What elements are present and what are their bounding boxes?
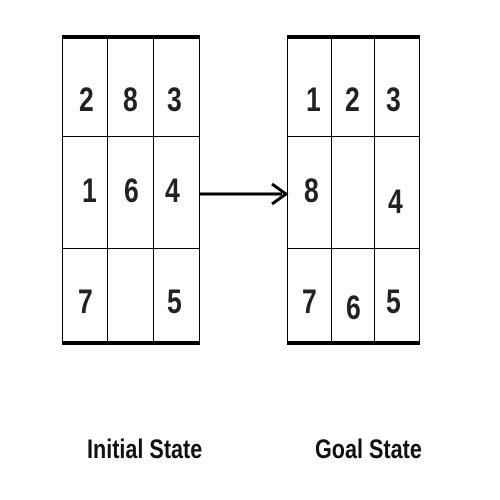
goal-cell-r2-c2: 5 — [375, 249, 419, 341]
goal-cell-r0-c0: 1 — [288, 39, 332, 137]
tile: 8 — [304, 172, 319, 210]
tile: 3 — [386, 81, 402, 119]
tile: 7 — [302, 283, 317, 321]
tile: 1 — [82, 172, 97, 210]
arrow-right-icon — [200, 182, 289, 206]
initial-state-label: Initial State — [87, 434, 203, 464]
goal-cell-r2-c1: 6 — [332, 249, 376, 341]
initial-cell-r0-c0: 2 — [63, 39, 109, 137]
initial-cell-r1-c1: 6 — [108, 137, 154, 249]
goal-state-grid: 1 2 3 8 4 7 6 5 — [287, 35, 420, 345]
tile: 6 — [345, 289, 361, 327]
initial-cell-r2-c1 — [108, 249, 154, 341]
goal-cell-r0-c1: 2 — [331, 39, 376, 137]
goal-state-label: Goal State — [315, 434, 422, 464]
tile: 3 — [166, 81, 182, 119]
tile: 7 — [78, 283, 93, 321]
initial-cell-r2-c0: 7 — [63, 249, 109, 341]
initial-cell-r2-c2: 5 — [154, 249, 199, 341]
goal-cell-r1-c2: 4 — [375, 137, 419, 249]
tile: 6 — [124, 172, 140, 210]
initial-cell-r0-c2: 3 — [153, 39, 199, 137]
tile: 5 — [386, 283, 402, 321]
tile: 5 — [166, 283, 182, 321]
goal-cell-r2-c0: 7 — [288, 249, 332, 341]
tile: 1 — [306, 81, 321, 119]
initial-cell-r1-c0: 1 — [63, 137, 109, 249]
initial-state-grid: 2 8 3 1 6 4 7 5 — [62, 35, 200, 345]
goal-cell-r1-c0: 8 — [288, 137, 332, 249]
goal-cell-r0-c2: 3 — [375, 39, 419, 137]
tile: 2 — [344, 81, 360, 119]
goal-cell-r1-c1 — [331, 137, 376, 249]
initial-cell-r0-c1: 8 — [108, 39, 154, 137]
tile: 4 — [164, 172, 180, 210]
tile: 8 — [123, 81, 139, 119]
initial-cell-r1-c2: 4 — [153, 137, 199, 249]
tile: 2 — [79, 81, 94, 119]
tile: 4 — [388, 183, 404, 221]
